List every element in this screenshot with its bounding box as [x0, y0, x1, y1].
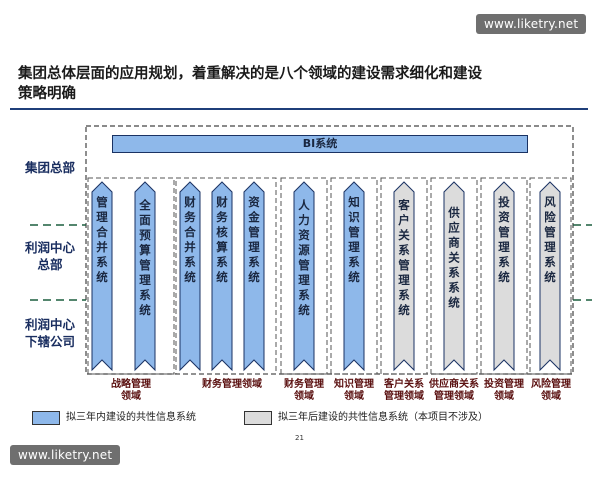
system-column-shape [211, 181, 233, 372]
system-column-5: 资金管理系统 [243, 181, 265, 372]
domain-hr: 财务管理 领域 [284, 379, 324, 402]
group-box-strategy [87, 177, 175, 375]
system-column-label: 全面预算管理系统 [138, 198, 151, 317]
row-label-group-hq: 集团总部 [24, 160, 75, 175]
system-column-shape [179, 181, 201, 372]
system-column-label: 风险管理系统 [544, 195, 556, 284]
system-column-7: 知识管理系统 [343, 181, 365, 372]
system-column-4: 财务核算系统 [211, 181, 233, 372]
page-number: 21 [295, 434, 304, 442]
system-column-shape [293, 181, 315, 372]
domain-knowledge: 知识管理 领域 [334, 379, 374, 402]
domain-strategy: 战略管理 领域 [111, 379, 151, 402]
group-box-finance [175, 177, 277, 375]
group-box-investment [480, 177, 528, 375]
system-column-shape [393, 181, 415, 372]
system-column-label: 供应商关系系统 [447, 206, 460, 310]
system-column-shape [493, 181, 515, 372]
system-column-label: 财务核算系统 [215, 195, 228, 284]
domain-risk: 风险管理 领域 [531, 379, 571, 402]
system-column-label: 人力资源管理系统 [297, 198, 310, 317]
system-column-2: 全面预算管理系统 [134, 181, 156, 372]
legend-text-within: 拟三年内建设的共性信息系统 [66, 412, 196, 423]
system-columns: 管理合并系统 全面预算管理系统 财务合并系统 财务核算系统 资金管理系统 人力资源管理系统… [91, 181, 561, 372]
domain-customer: 客户关系 管理领域 [384, 379, 424, 402]
bi-system-bar: BI系统 [112, 135, 528, 153]
system-column-label: 投资管理系统 [498, 195, 510, 284]
system-column-6: 人力资源管理系统 [293, 181, 315, 372]
level-separators [30, 224, 592, 301]
domain-finance: 财务管理领域 [202, 379, 262, 390]
system-column-shape [91, 181, 113, 372]
system-column-label: 财务合并系统 [183, 195, 196, 284]
system-column-11: 风险管理系统 [539, 181, 561, 372]
legend-text-after: 拟三年后建设的共性信息系统（本项目不涉及） [278, 412, 488, 423]
system-column-label: 知识管理系统 [347, 195, 360, 284]
group-box-hr [280, 177, 328, 375]
row-label-profit-center-sub: 利润中心 下辖公司 [24, 317, 75, 349]
group-box-risk [529, 177, 572, 375]
system-column-label: 客户关系管理系统 [397, 198, 410, 317]
domain-investment: 投资管理 领域 [484, 379, 524, 402]
system-column-10: 投资管理系统 [493, 181, 515, 372]
watermark-top: www.liketry.net [476, 14, 587, 34]
system-column-shape [443, 181, 465, 372]
row-label-profit-center-hq: 利润中心 总部 [24, 240, 75, 272]
title-line-2: 策略明确 [18, 86, 76, 102]
system-column-shape [343, 181, 365, 372]
system-column-1: 管理合并系统 [91, 181, 113, 372]
legend-swatch-after [244, 411, 272, 425]
system-column-label: 资金管理系统 [247, 195, 260, 284]
title-line-1: 集团总体层面的应用规划，着重解决的是八个领域的建设需求细化和建设 [18, 66, 482, 82]
system-column-3: 财务合并系统 [179, 181, 201, 372]
title-underline [10, 108, 588, 110]
group-box-supplier [430, 177, 478, 375]
domain-supplier: 供应商关系 管理领域 [429, 379, 479, 402]
group-box-knowledge [330, 177, 378, 375]
legend-swatch-within [32, 411, 60, 425]
outer-dashed-frame [85, 125, 574, 375]
system-column-shape [134, 181, 156, 372]
system-column-9: 供应商关系系统 [443, 181, 465, 372]
page-title: 集团总体层面的应用规划，着重解决的是八个领域的建设需求细化和建设 策略明确 [18, 64, 508, 104]
system-column-label: 管理合并系统 [96, 195, 108, 284]
system-column-shape [243, 181, 265, 372]
system-column-8: 客户关系管理系统 [393, 181, 415, 372]
watermark-bottom: www.liketry.net [10, 445, 121, 465]
system-column-shape [539, 181, 561, 372]
group-box-customer [380, 177, 428, 375]
